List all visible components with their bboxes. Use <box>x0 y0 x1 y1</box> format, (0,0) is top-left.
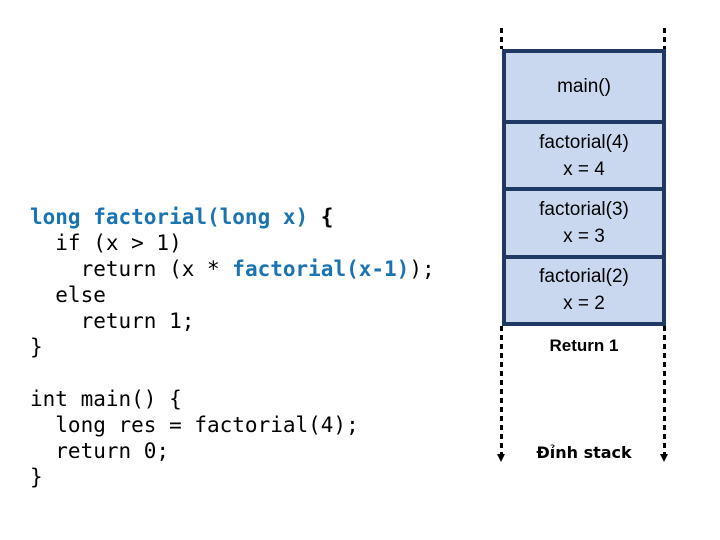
stack-frame-title: factorial(3) <box>539 199 629 221</box>
stack-frame-variable: x = 4 <box>563 158 605 180</box>
stack-frame-variable: x = 3 <box>563 226 605 248</box>
code-line-recursive-return: return (x * factorial(x-1)); <box>30 256 435 282</box>
stack-boundary-dash-bottom-left <box>500 326 503 455</box>
code-keyword-signature: long factorial(long x) <box>30 205 309 229</box>
code-return-prefix: return (x * <box>30 257 233 281</box>
code-line-main-close-brace: } <box>30 465 43 489</box>
code-line-if: if (x > 1) <box>30 231 182 255</box>
code-line-else: else <box>30 283 106 307</box>
stack-frame-factorial-4: factorial(4) x = 4 <box>506 124 662 192</box>
code-line-close-brace: } <box>30 335 43 359</box>
code-return-suffix: ); <box>409 257 435 281</box>
stack-boundary-dash-top-right <box>663 28 666 49</box>
code-line-call-factorial: long res = factorial(4); <box>30 413 359 437</box>
code-block-factorial: long factorial(long x) { if (x > 1) retu… <box>30 204 435 360</box>
stack-frame-variable: x = 2 <box>563 293 605 315</box>
stack-growth-arrow-right-icon <box>660 454 668 462</box>
code-keyword-recursive-call: factorial(x-1) <box>232 257 410 281</box>
stack-frame-factorial-3: factorial(3) x = 3 <box>506 191 662 259</box>
code-block-main: int main() { long res = factorial(4); re… <box>30 386 359 490</box>
stack-frame-main: main() <box>506 53 662 125</box>
return-value-label: Return 1 <box>549 336 619 355</box>
code-line-return-zero: return 0; <box>30 439 170 463</box>
stack-frame-factorial-2: factorial(2) x = 2 <box>506 259 662 322</box>
code-line-signature: long factorial(long x) { <box>30 204 435 230</box>
code-line-base-return: return 1; <box>30 309 195 333</box>
code-line-main-signature: int main() { <box>30 387 182 411</box>
stack-frame-title: factorial(4) <box>539 131 629 153</box>
call-stack-box: main() factorial(4) x = 4 factorial(3) x… <box>502 49 666 326</box>
stack-boundary-dash-top-left <box>500 28 503 49</box>
code-open-brace: { <box>308 205 334 229</box>
stack-frame-title: main() <box>557 76 611 98</box>
stack-growth-arrow-left-icon <box>497 454 505 462</box>
stack-boundary-dash-bottom-right <box>663 326 666 455</box>
stack-frame-title: factorial(2) <box>539 266 629 288</box>
stack-top-label: Đỉnh stack <box>536 443 632 462</box>
